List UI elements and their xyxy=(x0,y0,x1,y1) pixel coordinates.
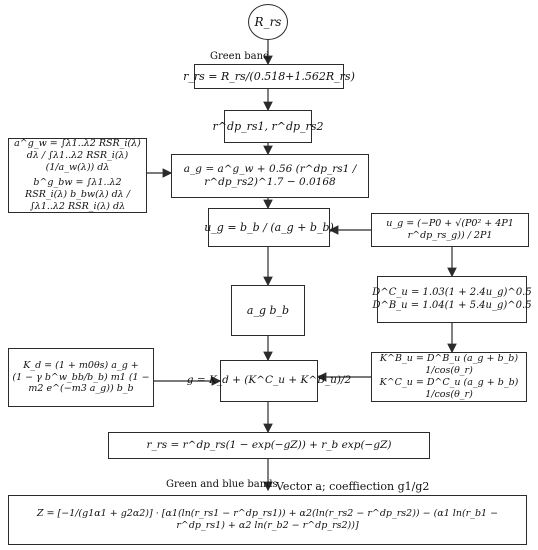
z-equation: Z = [−1/(g1α1 + g2α2)] · [α1(ln(r_rs1 − … xyxy=(36,508,499,531)
dcu-equation: D^C_u = 1.03(1 + 2.4u_g)^0.5 xyxy=(372,287,532,298)
z-equation-box: Z = [−1/(g1α1 + g2α2)] · [α1(ln(r_rs1 − … xyxy=(8,495,527,545)
green-band-equation: r_rs = R_rs/(0.518+1.562R_rs) xyxy=(183,69,355,83)
ug-quadratic-equation: u_g = (−P0 + √(P0² + 4P1 r^dp_rs_g)) / 2… xyxy=(386,218,514,241)
ug-equation: u_g = b_b / (a_g + b_b) xyxy=(204,220,334,234)
ag-equation-box: a_g = a^g_w + 0.56 (r^dp_rs1 / r^dp_rs2)… xyxy=(171,154,369,198)
rdp-pair-box: r^dp_rs1, r^dp_rs2 xyxy=(213,110,323,143)
ug-quadratic-box: u_g = (−P0 + √(P0² + 4P1 r^dp_rs_g)) / 2… xyxy=(371,213,529,247)
k-coefficients-box: K^B_u = D^B_u (a_g + b_b) 1/cos(θ_r) K^C… xyxy=(371,352,527,402)
kd-equation-line1: K_d = (1 + m0θs) a_g + xyxy=(23,359,139,371)
vector-coefficient-note: Vector a; coeffiection g1/g2 xyxy=(276,480,430,493)
g-equation: g = K_d + (K^C_u + K^B_u)/2 xyxy=(186,374,352,387)
ug-equation-box: u_g = b_b / (a_g + b_b) xyxy=(204,208,334,247)
kd-equation-line2: (1 − γ b^w_bb/b_b) m1 (1 − m2 e^(−m3 a_g… xyxy=(12,371,150,395)
rrs-input-label: R_rs xyxy=(254,15,282,29)
rrs-model-equation: r_rs = r^dp_rs(1 − exp(−gZ)) + r_b exp(−… xyxy=(146,438,392,451)
ag-bb-box: a_g b_b xyxy=(231,285,305,336)
green-band-equation-box: r_rs = R_rs/(0.518+1.562R_rs) xyxy=(183,64,355,89)
d-coefficients-box: D^C_u = 1.03(1 + 2.4u_g)^0.5 D^B_u = 1.0… xyxy=(372,276,532,323)
green-band-label: Green band xyxy=(210,51,270,62)
rdp-pair-text: r^dp_rs1, r^dp_rs2 xyxy=(212,119,324,133)
rrs-model-box: r_rs = r^dp_rs(1 − exp(−gZ)) + r_b exp(−… xyxy=(108,432,430,459)
bbw-definition: b^g_bw = ∫λ1..λ2 RSR_i(λ) b_bw(λ) dλ / ∫… xyxy=(25,177,130,212)
ag-bb-text: a_g b_b xyxy=(246,303,290,317)
aw-definition: a^g_w = ∫λ1..λ2 RSR_i(λ) dλ / ∫λ1..λ2 RS… xyxy=(14,138,141,174)
dbu-equation: D^B_u = 1.04(1 + 5.4u_g)^0.5 xyxy=(372,299,532,311)
aw-bbw-definition-box: a^g_w = ∫λ1..λ2 RSR_i(λ) dλ / ∫λ1..λ2 RS… xyxy=(8,138,147,213)
kd-equation-box: K_d = (1 + m0θs) a_g + (1 − γ b^w_bb/b_b… xyxy=(8,348,154,407)
green-blue-bands-label: Green and blue bands xyxy=(166,479,278,490)
rrs-input-node: R_rs xyxy=(248,4,288,40)
ag-equation: a_g = a^g_w + 0.56 (r^dp_rs1 / r^dp_rs2)… xyxy=(183,162,357,188)
kbu-equation: K^B_u = D^B_u (a_g + b_b) 1/cos(θ_r) xyxy=(379,353,519,377)
kcu-equation: K^C_u = D^C_u (a_g + b_b) 1/cos(θ_r) xyxy=(379,377,519,400)
g-equation-box: g = K_d + (K^C_u + K^B_u)/2 xyxy=(187,360,351,402)
